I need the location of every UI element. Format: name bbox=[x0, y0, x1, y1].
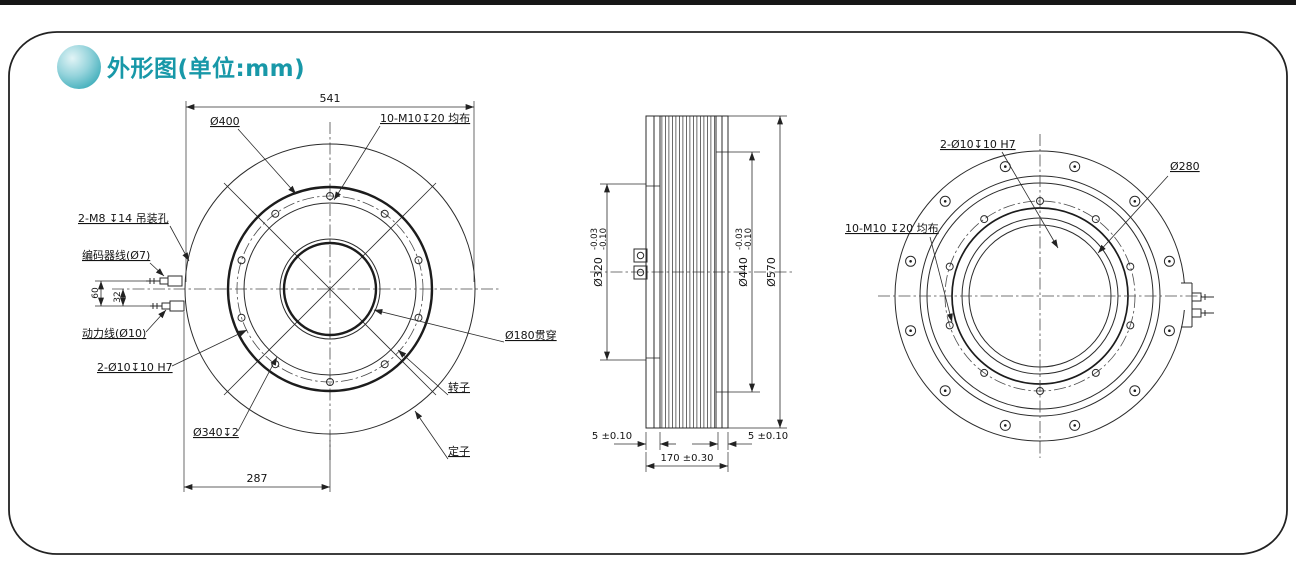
dim-170-text: 170 ±0.30 bbox=[661, 453, 714, 464]
front-d340-circle bbox=[243, 202, 417, 376]
back-cable-notch bbox=[1172, 282, 1214, 328]
power-cable-label: 动力线(Ø10) bbox=[82, 326, 146, 340]
side-cable-connectors bbox=[633, 248, 648, 280]
front-labels: Ø400 10-M10↧20 均布 2-M8 ↧14 吊装孔 编码器线(Ø7) … bbox=[78, 112, 557, 460]
top-edge-bar bbox=[0, 0, 1296, 5]
front-dim-287: 287 bbox=[183, 312, 331, 492]
encoder-cable-label: 编码器线(Ø7) bbox=[82, 248, 150, 262]
dim-d280-text: Ø280 bbox=[1170, 160, 1200, 173]
front-bore-step-circle bbox=[279, 238, 381, 340]
dim-287-text: 287 bbox=[247, 472, 268, 485]
dim-d340-text: Ø340↧2 bbox=[193, 426, 239, 439]
dim-60-text: 60 bbox=[91, 287, 101, 299]
dim-d440-tol-lower: -0.10 bbox=[744, 228, 754, 250]
dim-5-left-text: 5 ±0.10 bbox=[592, 431, 632, 442]
dim-541-text: 541 bbox=[320, 92, 341, 105]
front-bolts-label: 10-M10↧20 均布 bbox=[380, 112, 470, 125]
stator-label: 定子 bbox=[448, 444, 470, 458]
side-dim-5-right: 5 ±0.10 bbox=[692, 431, 788, 450]
side-dim-d320: Ø320 -0.03 -0.10 bbox=[590, 183, 646, 361]
side-view: Ø320 -0.03 -0.10 Ø440 -0.03 -0.10 Ø570 bbox=[590, 115, 795, 472]
dim-d570-text: Ø570 bbox=[765, 257, 778, 287]
back-bolts-label: 10-M10 ↧20 均布 bbox=[845, 222, 939, 235]
dim-d440-tol-upper: -0.03 bbox=[735, 228, 745, 250]
back-outer-bolts bbox=[905, 161, 1175, 431]
page-title: 外形图(单位:mm) bbox=[107, 55, 305, 82]
front-pins-label: 2-Ø10↧10 H7 bbox=[97, 361, 173, 374]
front-outer-circle bbox=[184, 143, 476, 435]
side-dim-d440: Ø440 -0.03 -0.10 bbox=[728, 151, 760, 393]
dim-d440-text: Ø440 bbox=[737, 257, 750, 287]
front-dim-60-32: 60 32 bbox=[91, 280, 160, 307]
front-d180-bore-circle bbox=[282, 241, 378, 337]
lifting-holes-label: 2-M8 ↧14 吊装孔 bbox=[78, 212, 169, 225]
page-frame bbox=[0, 0, 1296, 555]
side-dim-5-left: 5 ±0.10 bbox=[592, 431, 676, 450]
side-dim-170: 170 ±0.30 bbox=[645, 452, 729, 472]
front-bolt-circle bbox=[236, 195, 424, 383]
back-m10-holes bbox=[945, 197, 1135, 395]
dim-d320-tol-lower: -0.10 bbox=[599, 228, 609, 250]
rotor-label: 转子 bbox=[448, 380, 470, 394]
dim-5-right-text: 5 ±0.10 bbox=[748, 431, 788, 442]
front-d400-circle bbox=[226, 185, 434, 393]
dim-32-text: 32 bbox=[113, 291, 123, 302]
back-view: 2-Ø10↧10 H7 Ø280 10-M10 ↧20 均布 bbox=[845, 134, 1214, 458]
side-dim-d570: Ø570 bbox=[728, 115, 787, 429]
back-view-centerlines bbox=[878, 134, 1202, 458]
front-view: 541 287 60 32 Ø400 10-M10↧20 均布 2-M8 ↧14… bbox=[78, 92, 557, 492]
section-header: 外形图(单位:mm) bbox=[57, 45, 305, 89]
rounded-border bbox=[8, 31, 1288, 555]
cooling-fins bbox=[660, 116, 716, 428]
back-labels: 2-Ø10↧10 H7 Ø280 10-M10 ↧20 均布 bbox=[845, 138, 1200, 323]
dim-d320-text: Ø320 bbox=[592, 257, 605, 287]
dim-d400-text: Ø400 bbox=[210, 115, 240, 128]
front-view-centerlines bbox=[112, 122, 500, 460]
front-dim-541: 541 bbox=[185, 92, 475, 282]
dim-d320-tol-upper: -0.03 bbox=[590, 228, 600, 250]
side-body bbox=[645, 115, 729, 429]
bore-through-label: Ø180贯穿 bbox=[505, 328, 557, 342]
back-pins-label: 2-Ø10↧10 H7 bbox=[940, 138, 1016, 151]
section-bullet-icon bbox=[57, 45, 101, 89]
